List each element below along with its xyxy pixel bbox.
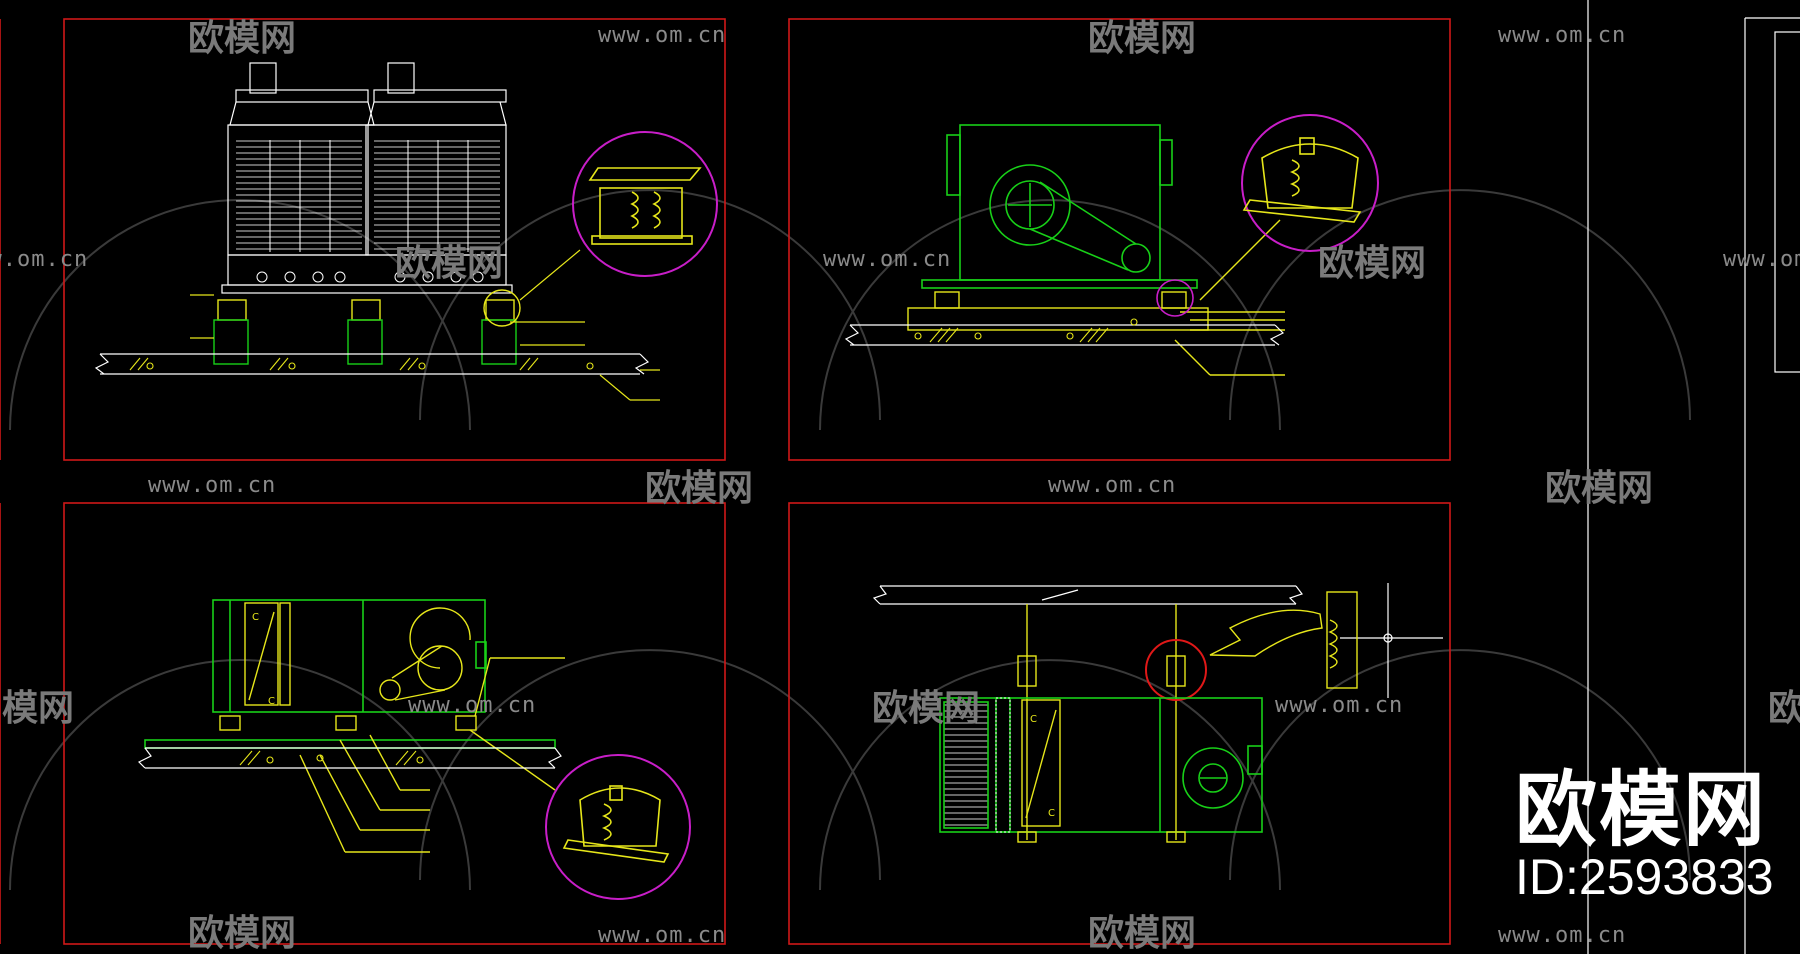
right-sheet-border [1587, 0, 1800, 954]
footer-brand: 欧模网 [1515, 763, 1768, 858]
drawing-frames [0, 18, 1451, 945]
drawing-cooling-tower [94, 62, 718, 401]
filter-mark: C [252, 612, 259, 623]
drawing-floor-fan [844, 114, 1379, 376]
watermark-brand: 欧模网 [1545, 468, 1653, 509]
watermark-url: www.om.cn [598, 923, 726, 948]
watermarks: 欧模网 欧模网 欧模网 欧模网 欧模网 欧模网 欧模网 欧模网 欧模网 模网 欧… [0, 18, 1800, 954]
watermark-brand-group: 欧模网 欧模网 欧模网 欧模网 欧模网 欧模网 欧模网 欧模网 欧模网 模网 欧 [2, 18, 1800, 954]
filter-mark-2: C [268, 696, 275, 707]
filter-mark-4: C [1048, 808, 1055, 819]
drawing-ahu-floor: C C [137, 599, 691, 900]
watermark-url: www.om.cn [408, 693, 536, 718]
watermark-brand: 欧模网 [188, 18, 296, 59]
drawing-ceiling-hung-unit: C C [872, 583, 1443, 843]
watermark-brand-partial: 欧 [1768, 688, 1800, 729]
watermark-url-group: www.om.cn www.om.cn www.om.cn www.om.cn … [0, 23, 1800, 948]
watermark-url: www.om.cn [0, 247, 88, 272]
watermark-url: www.om.cn [1498, 923, 1626, 948]
watermark-url: www.om.cn [1275, 693, 1403, 718]
filter-mark-3: C [1030, 714, 1037, 725]
watermark-brand: 欧模网 [1088, 18, 1196, 59]
watermark-brand: 欧模网 [645, 468, 753, 509]
watermark-url: www.om.cn [1723, 247, 1800, 272]
watermark-brand: 欧模网 [1318, 243, 1426, 284]
watermark-brand: 欧模网 [188, 913, 296, 954]
watermark-url: www.om.cn [148, 473, 276, 498]
footer-id: ID:2593833 [1515, 849, 1774, 905]
watermark-brand: 欧模网 [872, 688, 980, 729]
watermark-arcs [9, 189, 1691, 891]
watermark-url: www.om.cn [823, 247, 951, 272]
watermark-brand: 欧模网 [1088, 913, 1196, 954]
watermark-url: www.om.cn [1048, 473, 1176, 498]
watermark-url: www.om.cn [1498, 23, 1626, 48]
watermark-brand-partial: 模网 [2, 688, 74, 729]
watermark-url: www.om.cn [598, 23, 726, 48]
watermark-brand: 欧模网 [395, 243, 503, 284]
